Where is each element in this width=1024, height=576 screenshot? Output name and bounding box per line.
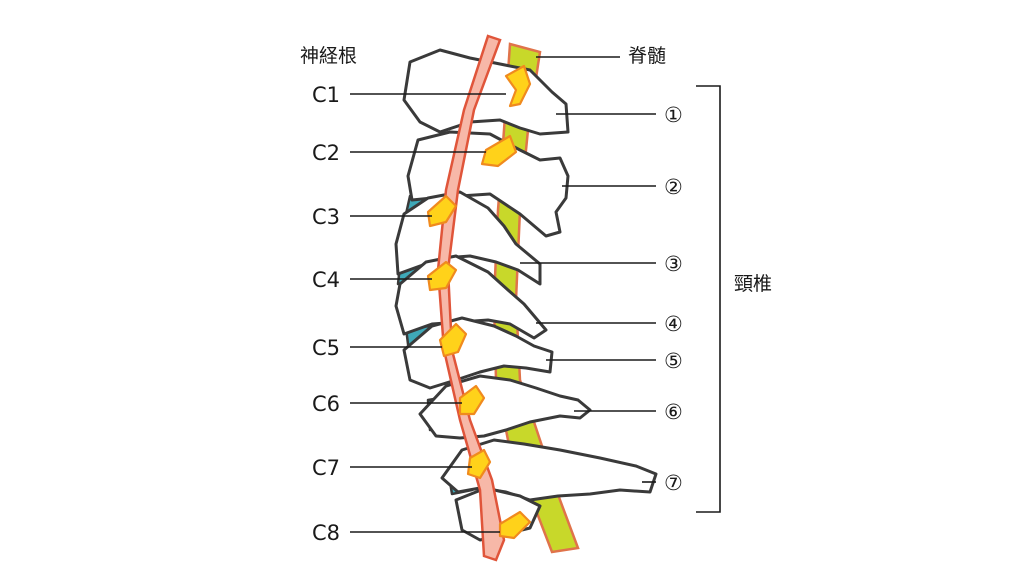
nerve-root-label-c2: C2 bbox=[312, 141, 340, 165]
vertebra-number-labels: ① ② ③ ④ ⑤ ⑥ ⑦ bbox=[520, 103, 683, 495]
nerve-root-label-c6: C6 bbox=[312, 392, 340, 416]
vertebra-number-7: ⑦ bbox=[664, 471, 683, 495]
vertebra-number-2: ② bbox=[664, 175, 683, 199]
nerve-root-label-c3: C3 bbox=[312, 205, 340, 229]
nerve-root-label-c8: C8 bbox=[312, 521, 340, 545]
vertebra-number-6: ⑥ bbox=[664, 400, 683, 424]
vertebra-6 bbox=[418, 374, 592, 440]
nerve-tube bbox=[436, 34, 506, 562]
nerve-root-label-c4: C4 bbox=[312, 268, 340, 292]
vertebra-number-4: ④ bbox=[664, 312, 683, 336]
root-c6 bbox=[458, 384, 486, 416]
nerve-root-label-c5: C5 bbox=[312, 336, 340, 360]
root-c2 bbox=[480, 134, 518, 168]
vertebra-number-5: ⑤ bbox=[664, 349, 683, 373]
nerve-root-label-c1: C1 bbox=[312, 83, 340, 107]
root-c1 bbox=[504, 64, 532, 108]
vertebra-number-3: ③ bbox=[664, 252, 683, 276]
nerve-root-label-c7: C7 bbox=[312, 456, 340, 480]
root-c4 bbox=[426, 260, 458, 292]
root-c7 bbox=[466, 448, 492, 480]
cervical-vertebrae-label: 頸椎 bbox=[734, 273, 772, 295]
root-c3 bbox=[426, 194, 458, 228]
root-c5 bbox=[438, 322, 468, 358]
cervical-bracket bbox=[696, 85, 721, 513]
vertebra-number-1: ① bbox=[664, 103, 683, 127]
nerve-root-header: 神経根 bbox=[300, 45, 357, 67]
root-c8 bbox=[498, 510, 532, 540]
spinal-cord-header: 脊髄 bbox=[628, 45, 666, 67]
vertebra-5 bbox=[402, 316, 554, 390]
nerve-roots bbox=[426, 64, 532, 540]
